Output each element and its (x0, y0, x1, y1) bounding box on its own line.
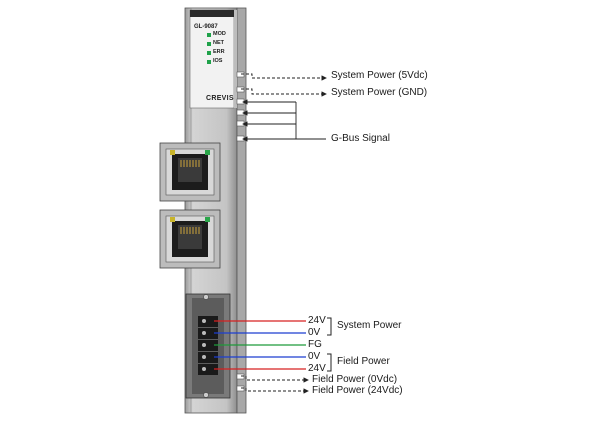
terminal-24v-label: 24V (308, 315, 326, 326)
terminal-block (185, 293, 231, 399)
group-brackets (327, 317, 332, 372)
led-mod-label: MOD (213, 31, 226, 37)
led-ios-indicator (207, 60, 211, 64)
terminal-field-0v-label: 0V (308, 351, 321, 362)
gbus-arrows (242, 99, 326, 142)
ethernet-port-1 (159, 142, 221, 202)
top-label-panel (189, 9, 237, 109)
terminal-wires (214, 320, 306, 370)
system-power-5v-label: System Power (5Vdc) (331, 70, 428, 81)
led-err-indicator (207, 51, 211, 55)
terminal-0v-label: 0V (308, 327, 321, 338)
field-power-24vdc-label: Field Power (24Vdc) (312, 385, 403, 396)
system-power-group-label: System Power (337, 320, 402, 331)
system-power-gnd-label: System Power (GND) (331, 87, 428, 98)
led-ios-label: IOS (213, 58, 223, 64)
field-power-arrows (241, 375, 309, 394)
field-power-0vdc-label: Field Power (0Vdc) (312, 374, 398, 385)
led-net-indicator (207, 42, 211, 46)
ethernet-port-2 (159, 209, 221, 269)
module-model-label: GL-9087 (194, 24, 218, 30)
brand-logo: CREVIS (206, 95, 234, 102)
led-mod-indicator (207, 33, 211, 37)
bus-contacts (236, 71, 245, 392)
system-power-arrows (241, 73, 327, 97)
led-err-label: ERR (213, 49, 225, 55)
field-power-group-label: Field Power (337, 356, 390, 367)
led-net-label: NET (213, 40, 224, 46)
terminal-field-24v-label: 24V (308, 363, 326, 374)
terminal-fg-label: FG (308, 339, 322, 350)
gbus-signal-label: G-Bus Signal (331, 133, 390, 144)
